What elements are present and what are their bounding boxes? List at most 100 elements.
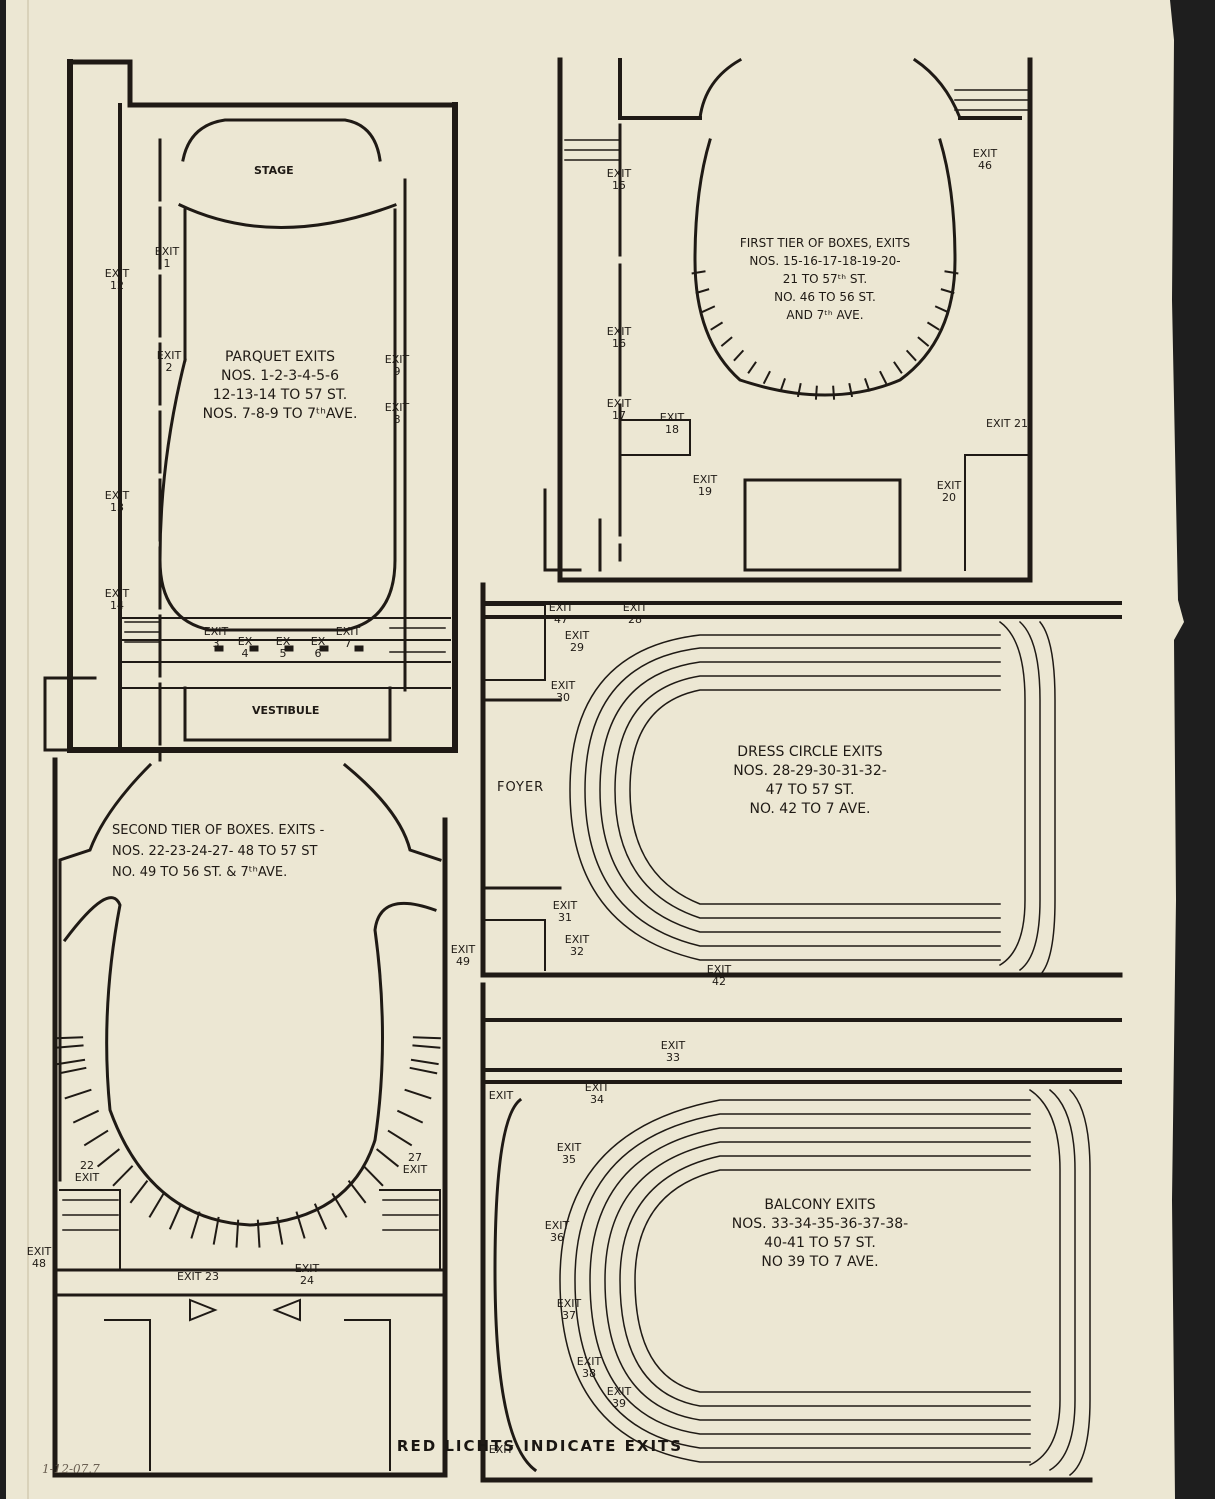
- box-divider-mark: [814, 385, 818, 400]
- exit-label: EXIT 23: [177, 1270, 219, 1283]
- box-divider-mark: [212, 1216, 220, 1245]
- title-line: BALCONY EXITS: [764, 1197, 876, 1213]
- box-divider-mark: [701, 305, 716, 313]
- legend-caption: RED LICHTS INDICATE EXITS: [396, 1437, 684, 1455]
- second-tier-exits-title: SECOND TIER OF BOXES. EXITS - NOS. 22-23…: [112, 820, 402, 883]
- box-divider-mark: [747, 361, 757, 374]
- title-line: 47 TO 57 ST.: [765, 782, 855, 798]
- title-line: DRESS CIRCLE EXITS: [737, 744, 883, 760]
- exit-label: EXIT: [488, 1443, 514, 1456]
- box-divider-mark: [190, 1211, 201, 1239]
- title-line: NO. 46 TO 56 ST.: [774, 290, 876, 304]
- first-tier-exits-title: FIRST TIER OF BOXES, EXITS NOS. 15-16-17…: [715, 234, 935, 324]
- box-divider-mark: [832, 385, 836, 400]
- box-divider-mark: [276, 1216, 284, 1245]
- box-divider-mark: [934, 305, 949, 313]
- box-divider-mark: [796, 383, 802, 398]
- box-divider-mark: [64, 1088, 92, 1100]
- box-divider-mark: [129, 1180, 149, 1204]
- box-divider-mark: [779, 378, 786, 392]
- box-divider-mark: [55, 1036, 84, 1040]
- box-divider-mark: [112, 1165, 134, 1187]
- box-divider-mark: [96, 1148, 121, 1168]
- title-line: NOS. 7-8-9 TO 7ᵗʰAVE.: [202, 406, 358, 422]
- dress-circle-exits-title: DRESS CIRCLE EXITS NOS. 28-29-30-31-32- …: [700, 743, 920, 819]
- title-line: NO. 49 TO 56 ST. & 7ᵗʰAVE.: [112, 865, 288, 880]
- stage-label: STAGE: [254, 164, 294, 177]
- box-divider-mark: [72, 1109, 100, 1124]
- box-divider-mark: [295, 1211, 306, 1239]
- box-divider-mark: [58, 1066, 87, 1075]
- box-divider-mark: [905, 349, 917, 362]
- box-divider-mark: [55, 1044, 84, 1049]
- box-divider-mark: [940, 288, 955, 295]
- balcony-exits-title: BALCONY EXITS NOS. 33-34-35-36-37-38- 40…: [700, 1196, 940, 1272]
- exit-label: EXIT 21: [986, 417, 1028, 430]
- title-line: NOS. 22-23-24-27- 48 TO 57 ST: [112, 844, 318, 859]
- box-divider-mark: [944, 270, 959, 275]
- title-line: NO. 42 TO 7 AVE.: [749, 801, 871, 817]
- title-line: NOS. 28-29-30-31-32-: [733, 763, 887, 779]
- box-divider-mark: [256, 1219, 261, 1248]
- box-divider-mark: [412, 1036, 441, 1040]
- title-line: SECOND TIER OF BOXES. EXITS -: [112, 823, 325, 838]
- box-divider-mark: [720, 336, 733, 347]
- box-divider-mark: [893, 361, 903, 374]
- box-divider-mark: [926, 321, 940, 331]
- exit-label: EXIT: [488, 1089, 514, 1102]
- box-divider-mark: [879, 370, 888, 385]
- box-divider-mark: [848, 383, 854, 398]
- box-divider-mark: [412, 1044, 441, 1049]
- box-divider-mark: [148, 1192, 165, 1218]
- title-line: AND 7ᵗʰ AVE.: [786, 308, 864, 322]
- box-divider-mark: [410, 1058, 439, 1066]
- vestibule-label: VESTIBULE: [252, 704, 320, 717]
- parquet-exits-title: PARQUET EXITS NOS. 1-2-3-4-5-6 12-13-14 …: [160, 348, 400, 424]
- title-line: NOS. 1-2-3-4-5-6: [221, 368, 339, 384]
- box-divider-mark: [691, 270, 706, 275]
- title-line: 40-41 TO 57 ST.: [764, 1235, 876, 1251]
- title-line: FIRST TIER OF BOXES, EXITS: [739, 236, 911, 250]
- box-divider-mark: [331, 1192, 348, 1218]
- title-line: 21 TO 57ᵗʰ ST.: [782, 272, 868, 286]
- title-line: PARQUET EXITS: [225, 349, 335, 365]
- box-divider-mark: [347, 1180, 367, 1204]
- box-divider-mark: [235, 1219, 240, 1248]
- title-line: NOS. 33-34-35-36-37-38-: [731, 1216, 909, 1232]
- handwritten-note: 1-12-07.7: [42, 1462, 100, 1476]
- box-divider-mark: [168, 1203, 183, 1230]
- box-divider-mark: [362, 1165, 384, 1187]
- box-divider-mark: [409, 1066, 438, 1075]
- foyer-label: FOYER: [497, 780, 545, 795]
